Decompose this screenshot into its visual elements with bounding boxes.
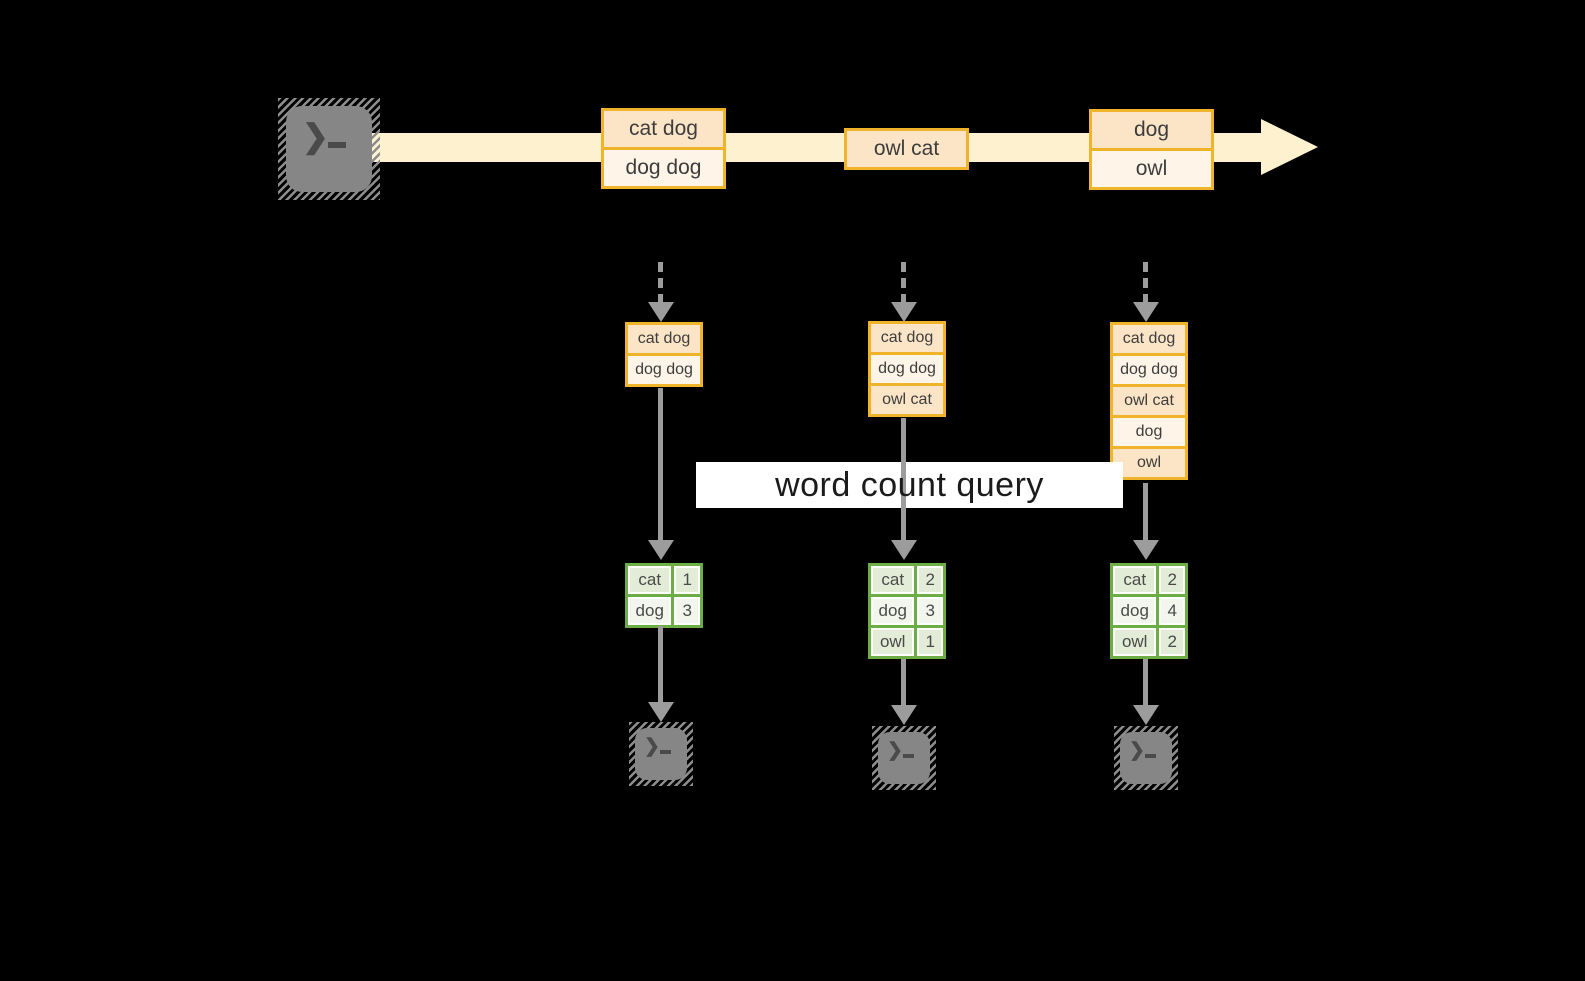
count-value: 4 xyxy=(1159,597,1185,625)
count-word: owl xyxy=(1113,628,1157,656)
count-word: dog xyxy=(628,597,672,625)
terminal-icon-body: ❯ xyxy=(1120,732,1172,784)
count-row: owl 1 xyxy=(871,628,943,656)
stream-record: owl cat xyxy=(844,128,969,170)
arrow-shaft xyxy=(901,418,906,540)
buffer-line: cat dog xyxy=(628,325,700,353)
count-row: dog 4 xyxy=(1113,597,1185,625)
count-value: 2 xyxy=(917,566,943,594)
buffer-line: cat dog xyxy=(871,324,943,352)
stream-record-line: dog xyxy=(1092,112,1211,148)
dashed-arrow-shaft xyxy=(1143,262,1148,304)
count-value: 2 xyxy=(1159,566,1185,594)
stream-record-line: cat dog xyxy=(604,111,723,147)
count-table: cat 2 dog 4 owl 2 xyxy=(1110,563,1188,659)
buffer-line: owl cat xyxy=(1113,387,1185,415)
terminal-source-icon: ❯ xyxy=(278,98,380,200)
down-arrowhead-icon xyxy=(891,540,917,560)
down-arrowhead-icon xyxy=(1133,540,1159,560)
count-value: 1 xyxy=(917,628,943,656)
count-table: cat 1 dog 3 xyxy=(625,563,703,628)
terminal-output-icon: ❯ xyxy=(1114,726,1178,790)
buffer-line: dog dog xyxy=(871,355,943,383)
count-row: dog 3 xyxy=(871,597,943,625)
prompt-chevron-icon: ❯ xyxy=(644,736,660,757)
arrow-shaft xyxy=(658,626,663,702)
record-buffer-stack: cat dog dog dog owl cat dog owl xyxy=(1110,322,1188,480)
arrow-shaft xyxy=(658,388,663,540)
count-word: cat xyxy=(871,566,915,594)
terminal-output-icon: ❯ xyxy=(872,726,936,790)
buffer-line: owl cat xyxy=(871,386,943,414)
arrow-shaft xyxy=(901,659,906,705)
down-arrowhead-icon xyxy=(1133,302,1159,322)
stream-record-line: owl cat xyxy=(847,131,966,167)
buffer-line: dog xyxy=(1113,418,1185,446)
buffer-line: cat dog xyxy=(1113,325,1185,353)
count-value: 2 xyxy=(1159,628,1185,656)
stream-record-line: owl xyxy=(1092,151,1211,187)
down-arrowhead-icon xyxy=(648,302,674,322)
terminal-icon-body: ❯ xyxy=(286,106,372,192)
dashed-arrow-shaft xyxy=(658,262,663,304)
count-table: cat 2 dog 3 owl 1 xyxy=(868,563,946,659)
count-value: 3 xyxy=(674,597,700,625)
prompt-chevron-icon: ❯ xyxy=(1129,740,1145,761)
count-row: cat 2 xyxy=(1113,566,1185,594)
count-word: cat xyxy=(628,566,672,594)
down-arrowhead-icon xyxy=(891,302,917,322)
count-value: 3 xyxy=(917,597,943,625)
stream-record-line: dog dog xyxy=(604,150,723,186)
prompt-cursor-icon xyxy=(328,142,346,148)
count-word: dog xyxy=(871,597,915,625)
count-row: dog 3 xyxy=(628,597,700,625)
stream-record: cat dog dog dog xyxy=(601,108,726,189)
stream-record: dog owl xyxy=(1089,109,1214,190)
count-row: cat 2 xyxy=(871,566,943,594)
prompt-chevron-icon: ❯ xyxy=(887,740,903,761)
count-word: owl xyxy=(871,628,915,656)
terminal-icon-body: ❯ xyxy=(878,732,930,784)
terminal-output-icon: ❯ xyxy=(629,722,693,786)
record-buffer-stack: cat dog dog dog owl cat xyxy=(868,321,946,417)
prompt-cursor-icon xyxy=(1145,754,1156,758)
count-word: dog xyxy=(1113,597,1157,625)
prompt-chevron-icon: ❯ xyxy=(302,118,329,154)
stream-timeline-arrowhead-icon xyxy=(1261,119,1318,175)
prompt-cursor-icon xyxy=(660,750,671,754)
terminal-icon-body: ❯ xyxy=(635,728,687,780)
down-arrowhead-icon xyxy=(891,705,917,725)
arrow-shaft xyxy=(1143,659,1148,705)
dashed-arrow-shaft xyxy=(901,262,906,304)
record-buffer-stack: cat dog dog dog xyxy=(625,322,703,387)
count-row: cat 1 xyxy=(628,566,700,594)
buffer-line: owl xyxy=(1113,449,1185,477)
count-word: cat xyxy=(1113,566,1157,594)
buffer-line: dog dog xyxy=(1113,356,1185,384)
down-arrowhead-icon xyxy=(648,702,674,722)
buffer-line: dog dog xyxy=(628,356,700,384)
count-row: owl 2 xyxy=(1113,628,1185,656)
prompt-cursor-icon xyxy=(903,754,914,758)
arrow-shaft xyxy=(1143,483,1148,540)
down-arrowhead-icon xyxy=(648,540,674,560)
down-arrowhead-icon xyxy=(1133,705,1159,725)
query-banner-background xyxy=(696,462,1123,508)
count-value: 1 xyxy=(674,566,700,594)
